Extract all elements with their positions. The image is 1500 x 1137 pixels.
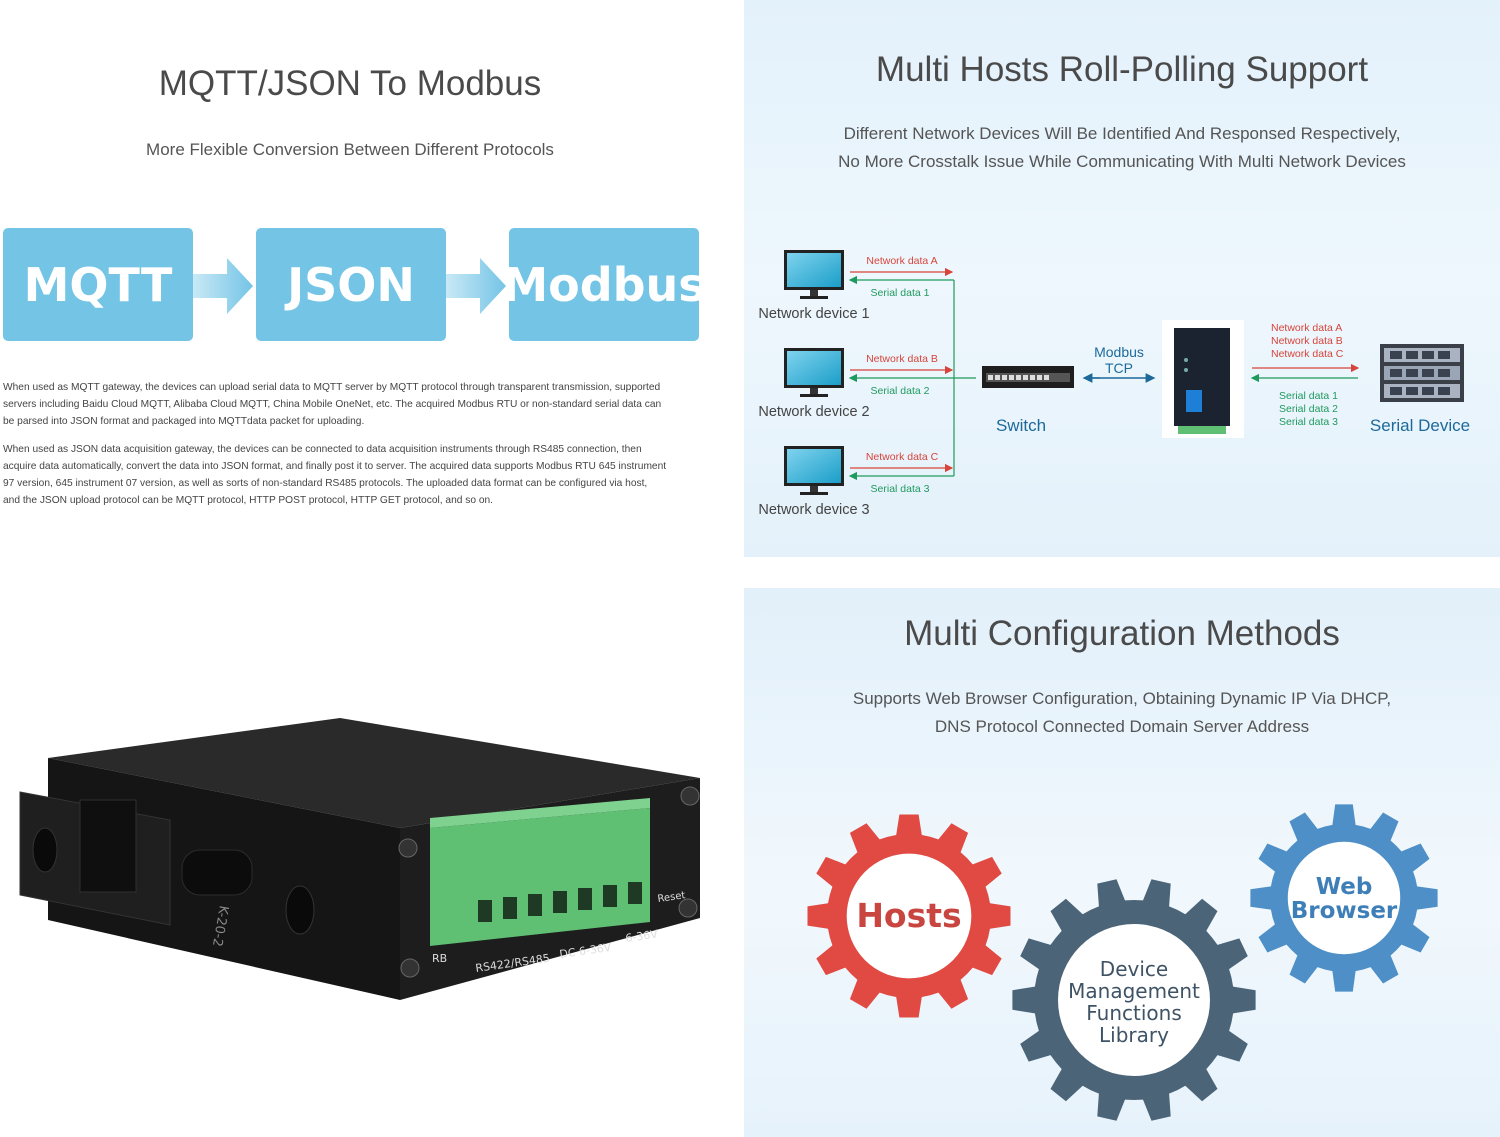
monitor-icon: [784, 250, 844, 299]
gear-web-line2: Browser: [1291, 898, 1398, 924]
config-title: Multi Configuration Methods: [904, 614, 1340, 653]
protocol-subtitle: More Flexible Conversion Between Differe…: [146, 140, 554, 159]
serial-data-3-label: Serial data 3: [871, 483, 930, 495]
serial-data-2-label: Serial data 2: [871, 385, 930, 397]
serial-data-1-label: Serial data 1: [871, 287, 930, 299]
right-serial-data-2: Serial data 2: [1279, 403, 1338, 415]
flow-box-modbus: Modbus: [502, 228, 706, 341]
rb-label: RB: [432, 952, 447, 965]
tcp-label: TCP: [1105, 360, 1133, 376]
right-serial-data-3: Serial data 3: [1279, 416, 1338, 428]
gateway-device-icon: [1162, 320, 1244, 438]
network-device-2-label: Network device 2: [758, 404, 869, 420]
network-data-b-label: Network data B: [866, 353, 938, 365]
config-gears-diagram: Hosts Device Management Functions Librar…: [807, 804, 1438, 1121]
network-device-3-label: Network device 3: [758, 502, 869, 518]
gear-device-line2: Management: [1068, 979, 1200, 1003]
network-data-c-label: Network data C: [866, 451, 939, 463]
flow-box-mqtt: MQTT: [3, 228, 193, 341]
right-network-data-b: Network data B: [1271, 335, 1343, 347]
network-data-a-label: Network data A: [866, 255, 937, 267]
paragraph-line: acquire data automatically, convert the …: [3, 461, 667, 472]
config-subtitle-line2: DNS Protocol Connected Domain Server Add…: [934, 717, 1310, 736]
polling-subtitle-line1: Different Network Devices Will Be Identi…: [843, 124, 1401, 143]
web-browser-gear-icon: [1250, 804, 1438, 992]
monitor-icon: [784, 348, 844, 397]
paragraph-line: 97 version, 645 instrument 07 version, a…: [3, 478, 648, 489]
device-library-gear-icon-center: [1058, 924, 1210, 1076]
polling-subtitle-line2: No More Crosstalk Issue While Communicat…: [838, 152, 1406, 171]
polling-title: Multi Hosts Roll-Polling Support: [875, 50, 1369, 89]
json-gateway-paragraph: When used as JSON data acquisition gatew…: [3, 441, 698, 509]
gear-web-line1: Web: [1316, 874, 1373, 900]
web-browser-gear-icon-center: [1287, 841, 1401, 955]
hosts-gear-icon-center: [846, 853, 972, 979]
monitor-icon: [784, 446, 844, 495]
device-library-gear-icon: [1012, 879, 1256, 1121]
polling-panel-background: [744, 0, 1500, 557]
reset-label: Reset: [657, 890, 686, 905]
gear-device-line3: Functions: [1086, 1001, 1182, 1025]
hosts-gear-icon: [807, 814, 1011, 1018]
config-subtitle-line1: Supports Web Browser Configuration, Obta…: [852, 689, 1392, 708]
gear-device-line4: Library: [1099, 1023, 1169, 1047]
mqtt-gateway-paragraph: When used as MQTT gateway, the devices c…: [3, 379, 698, 430]
gateway-hardware-illustration: RB RS422/RS485 DC 6-36V 6-36V Reset K-20…: [19, 718, 700, 1000]
server-rack-icon: [1380, 344, 1464, 402]
network-switch-icon: [982, 366, 1074, 388]
switch-label: Switch: [996, 416, 1046, 435]
paragraph-line: be parsed into JSON format and packaged …: [3, 416, 365, 427]
paragraph-line: and the JSON upload protocol can be MQTT…: [3, 495, 493, 506]
protocol-title: MQTT/JSON To Modbus: [158, 64, 542, 103]
flow-box-json: JSON: [256, 228, 446, 341]
flow-arrow-icon: [446, 258, 506, 314]
serial-device-label: Serial Device: [1370, 416, 1470, 435]
right-network-data-c: Network data C: [1271, 348, 1344, 360]
network-device-1-label: Network device 1: [758, 306, 869, 322]
paragraph-line: When used as MQTT gateway, the devices c…: [3, 382, 661, 393]
voltage-label: 6-36V: [625, 928, 659, 945]
polling-diagram: Network device 1 Network device 2 Networ…: [758, 250, 1470, 518]
gear-hosts-label: Hosts: [856, 896, 961, 935]
rail-marking-label: K-20-2: [209, 904, 231, 947]
gear-device-line1: Device: [1100, 957, 1168, 981]
flow-arrow-icon: [193, 258, 253, 314]
paragraph-line: When used as JSON data acquisition gatew…: [3, 444, 642, 455]
right-serial-data-1: Serial data 1: [1279, 390, 1338, 402]
right-network-data-a: Network data A: [1271, 322, 1342, 334]
paragraph-line: servers including Baidu Cloud MQTT, Alib…: [3, 399, 662, 410]
modbus-label: Modbus: [1094, 344, 1144, 360]
